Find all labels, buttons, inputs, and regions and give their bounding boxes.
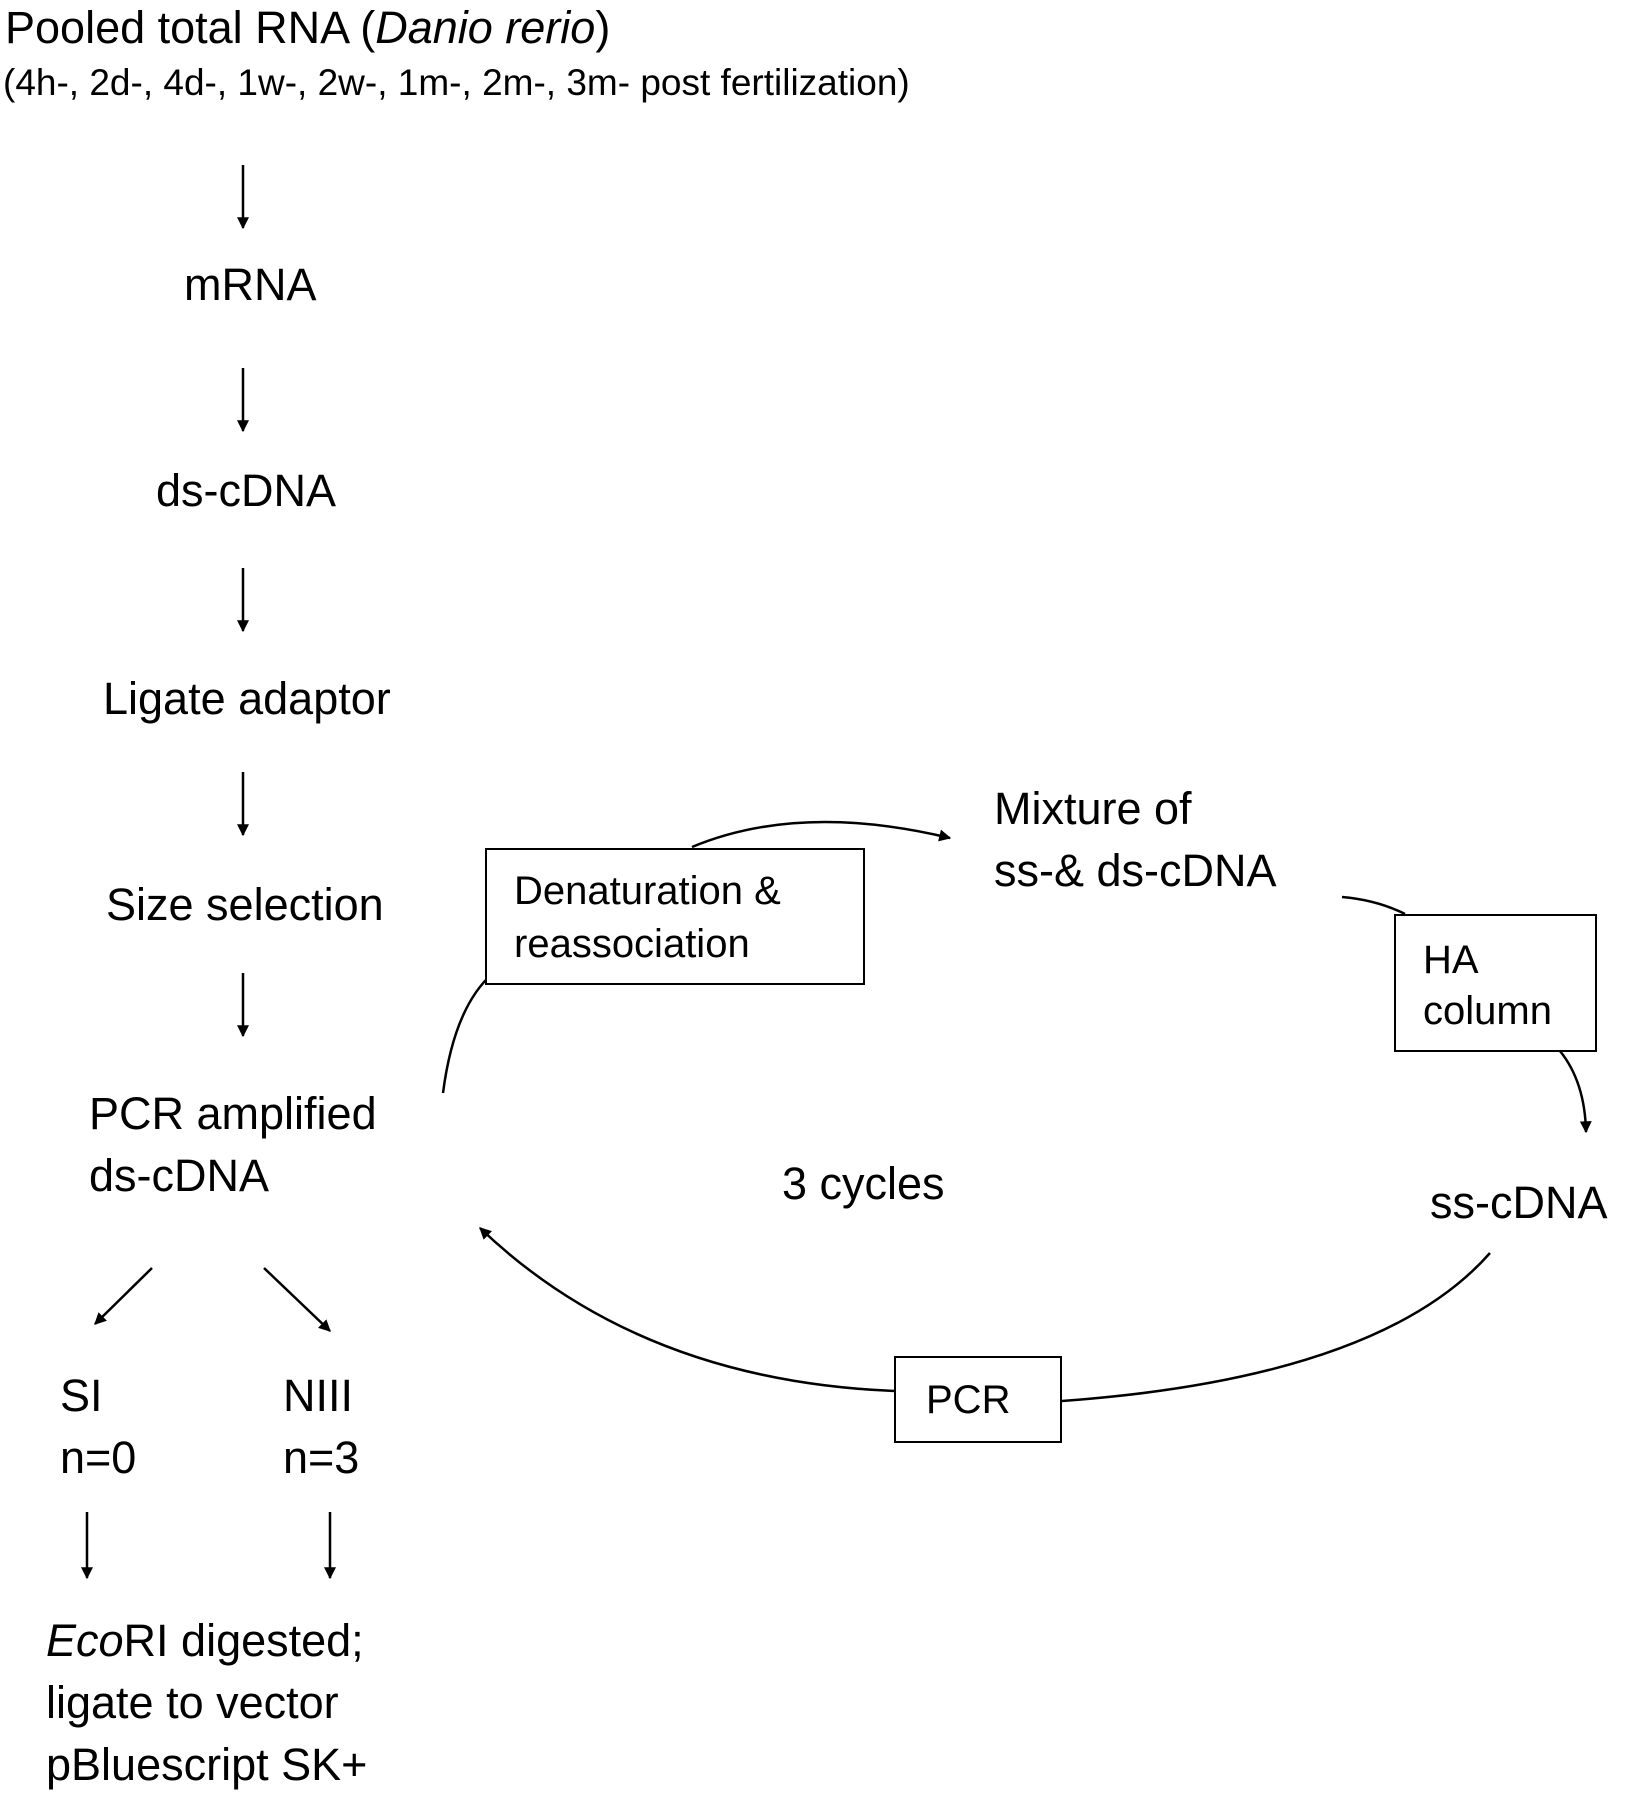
title-prefix: Pooled total RNA ( bbox=[5, 2, 376, 53]
arc-denaturation-to-mixture bbox=[691, 820, 952, 849]
cycles-label: 3 cycles bbox=[782, 1158, 945, 1209]
step-ds-cdna: ds-cDNA bbox=[156, 465, 337, 516]
pcr-label: PCR bbox=[926, 1378, 1011, 1422]
final-line-3: pBluescript SK+ bbox=[46, 1739, 368, 1790]
arc-mixture-to-ha bbox=[1341, 895, 1406, 916]
step-pcr-amplified: PCR amplified bbox=[89, 1088, 377, 1139]
final-line-2: ligate to vector bbox=[46, 1677, 339, 1728]
final-enzyme: Eco bbox=[46, 1615, 124, 1666]
mixture-label-2: ss-& ds-cDNA bbox=[994, 845, 1277, 896]
branch-niii-name: NIII bbox=[283, 1370, 354, 1421]
mixture-label-1: Mixture of bbox=[994, 783, 1192, 834]
species-name: Danio rerio bbox=[375, 2, 596, 53]
arrow-to-si bbox=[94, 1267, 153, 1325]
branch-si-n: n=0 bbox=[60, 1432, 137, 1483]
arrow-to-niii bbox=[263, 1267, 331, 1332]
ha-column-box: HA column bbox=[1394, 914, 1597, 1052]
title-suffix: ) bbox=[595, 2, 611, 53]
title-subtitle: (4h-, 2d-, 4d-, 1w-, 2w-, 1m-, 2m-, 3m- … bbox=[3, 62, 910, 103]
step-mrna: mRNA bbox=[184, 259, 317, 310]
step-size-selection: Size selection bbox=[106, 879, 384, 930]
step-pcr-amplified-ds-cdna: ds-cDNA bbox=[89, 1150, 270, 1201]
branch-si-name: SI bbox=[60, 1370, 103, 1421]
denaturation-label-2: reassociation bbox=[514, 922, 750, 966]
arc-pcr-to-denaturation bbox=[441, 973, 493, 1094]
final-enzyme-rest: RI digested; bbox=[123, 1615, 364, 1666]
arc-ha-to-ss bbox=[1559, 1050, 1592, 1134]
denaturation-label-1: Denaturation & bbox=[514, 869, 781, 913]
step-ligate-adaptor: Ligate adaptor bbox=[103, 673, 391, 724]
arc-ss-to-pcr bbox=[1061, 1252, 1491, 1403]
denaturation-box: Denaturation & reassociation bbox=[485, 848, 865, 985]
arc-pcr-to-amplified bbox=[479, 1227, 896, 1393]
ss-cdna-label: ss-cDNA bbox=[1430, 1177, 1608, 1228]
pcr-box: PCR bbox=[894, 1356, 1062, 1443]
ha-label-2: column bbox=[1423, 989, 1552, 1033]
title-line: Pooled total RNA (Danio rerio) bbox=[5, 2, 610, 54]
ha-label-1: HA bbox=[1423, 938, 1479, 982]
final-line-1: EcoRI digested; bbox=[46, 1615, 364, 1667]
branch-niii-n: n=3 bbox=[283, 1432, 360, 1483]
